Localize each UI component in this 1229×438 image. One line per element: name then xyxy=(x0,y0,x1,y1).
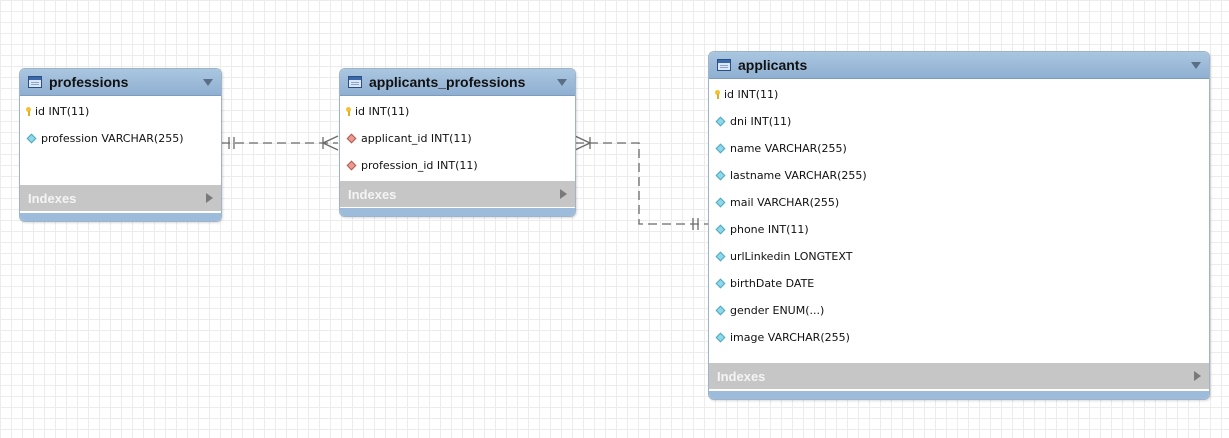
foreign-key-diamond-icon xyxy=(346,133,357,144)
column-diamond-icon xyxy=(715,332,726,343)
table-icon xyxy=(348,76,362,88)
column-label: phone INT(11) xyxy=(730,223,809,236)
table-header[interactable]: applicants_professions xyxy=(340,69,575,96)
column-list: id INT(11) applicant_id INT(11) professi… xyxy=(340,96,575,179)
column-row-gender[interactable]: gender ENUM(...) xyxy=(709,297,1209,324)
column-list: id INT(11) profession VARCHAR(255) xyxy=(20,96,221,152)
column-label: image VARCHAR(255) xyxy=(730,331,850,344)
table-applicants[interactable]: applicants id INT(11) dni INT(11) name V… xyxy=(708,51,1210,400)
collapse-arrow-icon[interactable] xyxy=(1191,61,1201,69)
column-list: id INT(11) dni INT(11) name VARCHAR(255)… xyxy=(709,79,1209,351)
expand-arrow-icon[interactable] xyxy=(206,193,213,203)
table-title: applicants xyxy=(738,57,808,73)
column-row-applicant-id[interactable]: applicant_id INT(11) xyxy=(340,125,575,152)
primary-key-icon xyxy=(346,107,351,116)
table-icon xyxy=(28,76,42,88)
column-row-id[interactable]: id INT(11) xyxy=(20,98,221,125)
column-row-lastname[interactable]: lastname VARCHAR(255) xyxy=(709,162,1209,189)
column-row-name[interactable]: name VARCHAR(255) xyxy=(709,135,1209,162)
table-footer xyxy=(709,391,1209,399)
column-diamond-icon xyxy=(715,197,726,208)
column-diamond-icon xyxy=(715,278,726,289)
table-title: professions xyxy=(49,74,129,90)
column-row-dni[interactable]: dni INT(11) xyxy=(709,108,1209,135)
column-diamond-icon xyxy=(715,305,726,316)
column-diamond-icon xyxy=(715,251,726,262)
column-label: applicant_id INT(11) xyxy=(361,132,472,145)
column-label: urlLinkedin LONGTEXT xyxy=(730,250,853,263)
column-label: mail VARCHAR(255) xyxy=(730,196,840,209)
column-label: id INT(11) xyxy=(35,105,90,118)
indexes-label: Indexes xyxy=(348,186,397,202)
expand-arrow-icon[interactable] xyxy=(560,189,567,199)
table-header[interactable]: applicants xyxy=(709,52,1209,79)
indexes-bar[interactable]: Indexes xyxy=(709,363,1209,389)
column-label: profession VARCHAR(255) xyxy=(41,132,184,145)
column-diamond-icon xyxy=(26,133,37,144)
column-row-url-linkedin[interactable]: urlLinkedin LONGTEXT xyxy=(709,243,1209,270)
collapse-arrow-icon[interactable] xyxy=(557,78,567,86)
table-professions[interactable]: professions id INT(11) profession VARCHA… xyxy=(19,68,222,222)
table-header[interactable]: professions xyxy=(20,69,221,96)
column-row-phone[interactable]: phone INT(11) xyxy=(709,216,1209,243)
indexes-label: Indexes xyxy=(717,368,766,384)
relationship-applicants-professions-applicants xyxy=(574,135,708,230)
column-row-birth-date[interactable]: birthDate DATE xyxy=(709,270,1209,297)
column-row-mail[interactable]: mail VARCHAR(255) xyxy=(709,189,1209,216)
primary-key-icon xyxy=(715,90,720,99)
column-label: name VARCHAR(255) xyxy=(730,142,847,155)
collapse-arrow-icon[interactable] xyxy=(203,78,213,86)
table-applicants-professions[interactable]: applicants_professions id INT(11) applic… xyxy=(339,68,576,217)
primary-key-icon xyxy=(26,107,31,116)
column-label: id INT(11) xyxy=(724,88,779,101)
column-row-profession[interactable]: profession VARCHAR(255) xyxy=(20,125,221,152)
indexes-bar[interactable]: Indexes xyxy=(20,185,221,211)
relationship-professions-applicants-professions xyxy=(221,135,339,151)
column-label: birthDate DATE xyxy=(730,277,815,290)
column-label: profession_id INT(11) xyxy=(361,159,478,172)
table-footer xyxy=(340,208,575,216)
foreign-key-diamond-icon xyxy=(346,160,357,171)
column-label: id INT(11) xyxy=(355,105,410,118)
column-row-id[interactable]: id INT(11) xyxy=(340,98,575,125)
expand-arrow-icon[interactable] xyxy=(1194,371,1201,381)
column-diamond-icon xyxy=(715,170,726,181)
indexes-bar[interactable]: Indexes xyxy=(340,181,575,207)
column-label: gender ENUM(...) xyxy=(730,304,825,317)
table-icon xyxy=(717,59,731,71)
column-label: dni INT(11) xyxy=(730,115,792,128)
column-row-profession-id[interactable]: profession_id INT(11) xyxy=(340,152,575,179)
column-diamond-icon xyxy=(715,116,726,127)
column-label: lastname VARCHAR(255) xyxy=(730,169,867,182)
column-diamond-icon xyxy=(715,224,726,235)
column-diamond-icon xyxy=(715,143,726,154)
column-row-image[interactable]: image VARCHAR(255) xyxy=(709,324,1209,351)
indexes-label: Indexes xyxy=(28,190,77,206)
column-row-id[interactable]: id INT(11) xyxy=(709,81,1209,108)
table-footer xyxy=(20,213,221,221)
table-title: applicants_professions xyxy=(369,74,526,90)
